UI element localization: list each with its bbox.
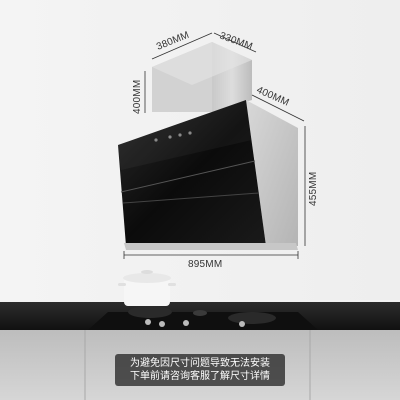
pot bbox=[118, 270, 176, 306]
dim-chimney-height-label: 400MM bbox=[132, 80, 143, 114]
hood-bottom-trim bbox=[124, 243, 298, 250]
notice-line-2: 下单前请咨询客服了解尺寸详情 bbox=[130, 371, 270, 382]
chimney bbox=[152, 42, 252, 112]
dim-total-width-label: 895MM bbox=[188, 259, 222, 270]
hood-glass-panel bbox=[118, 100, 266, 246]
notice-line-1: 为避免因尺寸问题导致无法安装 bbox=[130, 358, 270, 369]
gas-stove bbox=[88, 306, 318, 330]
dimension-lines bbox=[123, 32, 306, 259]
size-notice-banner: 为避免因尺寸问题导致无法安装 下单前请咨询客服了解尺寸详情 bbox=[115, 354, 285, 386]
control-panel bbox=[154, 131, 192, 142]
hood-side-panel bbox=[246, 100, 298, 246]
dim-body-height-label: 455MM bbox=[308, 172, 319, 206]
